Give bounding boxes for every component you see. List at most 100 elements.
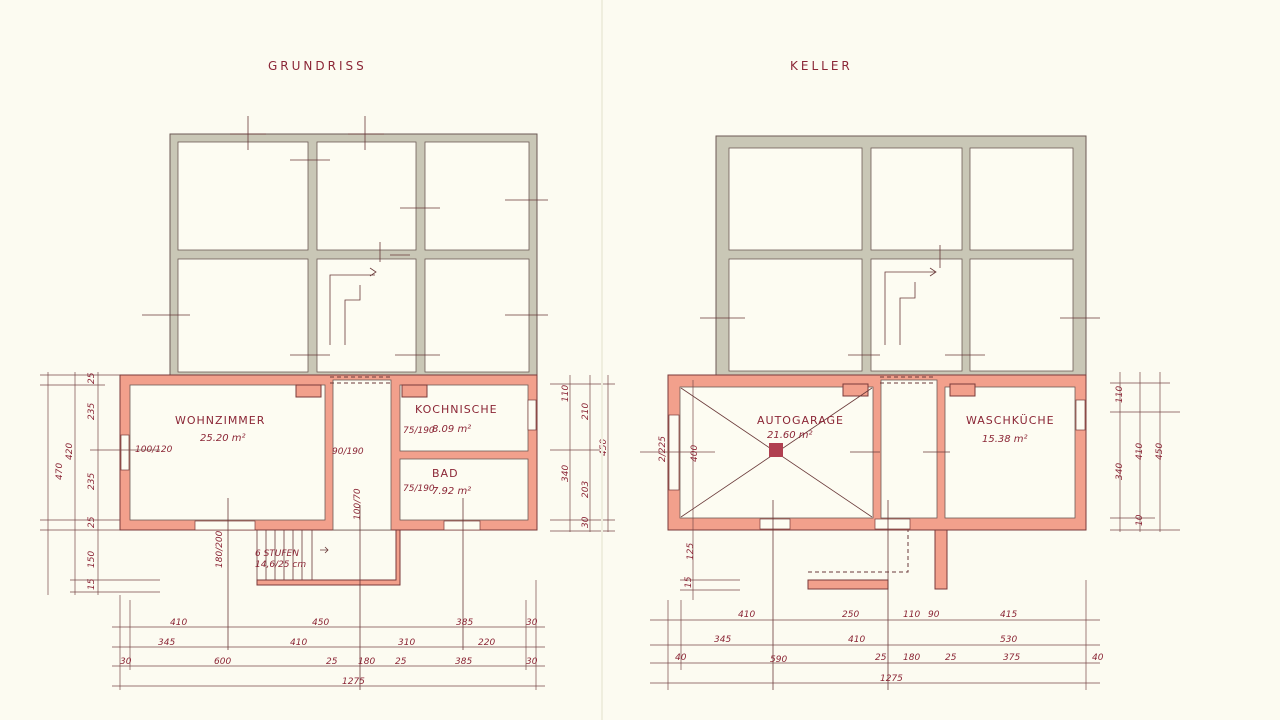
dim: 110 [1115,386,1125,403]
room [177,141,309,251]
dimension-lines-left [40,372,160,595]
window [1075,399,1086,431]
dim-total: 1275 [342,677,365,687]
stair-icon [884,267,937,345]
room-name: KOCHNISCHE [415,403,498,416]
floor-drain-icon [769,443,783,457]
garage-door [668,414,680,491]
dim: 25 [87,372,97,384]
door [874,518,911,530]
room-name: WASCHKÜCHE [966,414,1055,427]
dim: 345 [714,635,731,645]
room-area: 21.60 m² [767,430,813,441]
dim: 340 [1115,463,1125,480]
grundriss-title: GRUNDRISS [268,59,367,73]
dim: 410 [290,638,307,648]
dim: 600 [214,657,231,667]
guide-lines [772,451,950,690]
chimney-icon [401,384,428,398]
dim: 30 [120,657,132,667]
dim: 220 [478,638,495,648]
wall-stub [807,579,889,590]
dim: 210 [581,403,591,420]
dim: 235 [87,473,97,490]
room [316,141,417,251]
dim: 530 [1000,635,1017,645]
dim: 25 [87,516,97,528]
opening-marks [700,245,1100,356]
dim: 410 [848,635,865,645]
dim: 310 [398,638,415,648]
opening-dim: 75/190 [403,426,435,436]
dim: 15 [684,576,694,588]
corridor [880,379,938,519]
dim: 410 [170,618,187,628]
dim: 40 [675,653,687,663]
dim: 375 [1003,653,1020,663]
dashed-opening [880,376,935,384]
dimension-lines-bottom [650,580,1100,690]
grundriss-plan: GRUNDRISS WOHNZIMMER 25.20 m² KO [40,59,615,690]
dimension-lines-right [550,375,615,532]
room-area: 25.20 m² [200,433,246,444]
dim: 25 [326,657,338,667]
chimney-icon [949,383,976,397]
dim: 30 [526,657,538,667]
room [424,141,530,251]
dim: 180 [358,657,375,667]
dim: 15 [87,578,97,590]
dim: 450 [312,618,329,628]
dim: 203 [581,481,591,498]
dim: 250 [842,610,859,620]
corridor [332,379,392,531]
stair-hall [870,258,963,372]
stair-hall [316,258,417,373]
room [424,258,530,373]
dim: 450 [599,439,609,456]
dim: 450 [1155,443,1165,460]
dim: 110 [903,610,920,620]
dim: 590 [770,655,787,665]
dim: 2/225 [658,436,668,462]
opening-marks [142,116,548,356]
room [969,147,1074,251]
dim: 415 [1000,610,1017,620]
room [728,147,863,251]
keller-title: KELLER [790,59,853,73]
dim: 125 [686,543,696,560]
dim: 410 [738,610,755,620]
room [969,258,1074,372]
dim: 110 [561,385,571,402]
dim: 25 [945,653,957,663]
room-wohnzimmer [129,384,326,521]
room [870,147,963,251]
dim: 25 [875,653,887,663]
dim: 340 [561,465,571,482]
room-name: BAD [432,467,459,480]
dim: 40 [1092,653,1104,663]
opening-dim: 180/200 [215,530,225,568]
dim: 470 [55,463,65,480]
dim: 180 [903,653,920,663]
window [443,520,481,531]
room [177,258,309,373]
wall-stub [934,529,948,590]
dim: 150 [87,551,97,568]
opening-dim: 90/190 [332,447,364,457]
keller-plan: KELLER AUTOGARAGE 21.60 m² WASCHKÜCHE 15… [640,59,1180,690]
entrance-stairs [256,529,401,586]
dim: 10 [1135,514,1145,526]
dim: 30 [581,516,591,528]
stair-icon [329,267,377,345]
dimension-lines-right [1110,372,1180,532]
dimension-lines-bottom [112,580,545,690]
room [728,258,863,372]
guide-lines [227,498,464,690]
dim: 30 [526,618,538,628]
room-area: 8.09 m² [432,424,471,435]
room-waschkueche [944,386,1076,519]
room-area: 15.38 m² [982,434,1028,445]
window [527,399,537,431]
dim: 385 [455,657,472,667]
